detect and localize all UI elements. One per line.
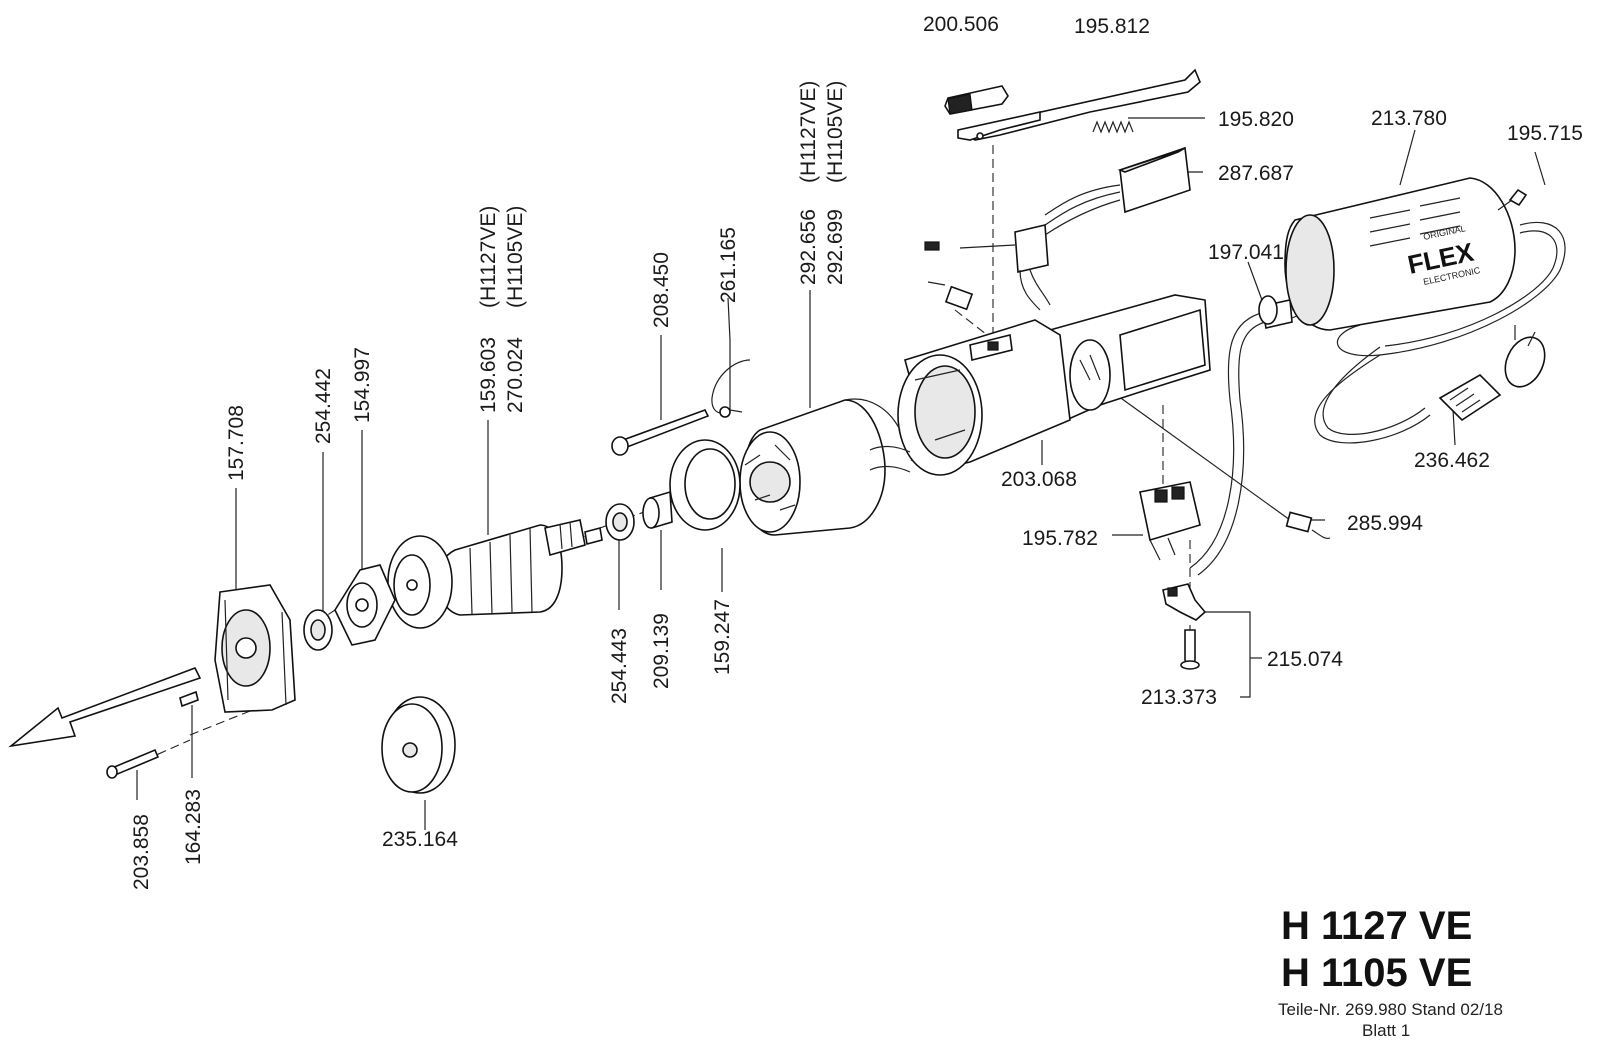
label-154-997: 154.997: [351, 347, 374, 423]
part-bearing-front: [303, 609, 333, 651]
label-200-506: 200.506: [923, 13, 999, 36]
part-plug: [1438, 325, 1546, 422]
label-213-373: 213.373: [1141, 686, 1217, 709]
part-armature: [387, 519, 603, 629]
part-bearing-plate: [334, 564, 396, 646]
title-block: H 1127 VE H 1105 VE Teile-Nr. 269.980 St…: [1278, 904, 1503, 1040]
part-long-screw: [611, 409, 710, 456]
parts-number-line: Teile-Nr. 269.980 Stand 02/18: [1278, 1000, 1503, 1019]
part-gear: [381, 696, 456, 794]
label-203-068: 203.068: [1001, 468, 1077, 491]
part-small-screw: [179, 690, 199, 708]
part-spring: [1092, 120, 1134, 134]
direction-arrow: [8, 666, 202, 748]
model-name-1: H 1127 VE: [1281, 904, 1472, 948]
part-labels: 200.506 195.812 195.820 287.687 213.780 …: [130, 13, 1583, 890]
label-292-656-model: (H1127VE): [797, 81, 820, 183]
part-cable-clamp: [1162, 583, 1207, 621]
label-159-247: 159.247: [711, 599, 734, 675]
model-name-2: H 1105 VE: [1281, 951, 1472, 995]
part-housing-screw: [106, 748, 160, 779]
label-270-024-model: (H1105VE): [504, 206, 527, 308]
part-sleeve: [642, 490, 673, 530]
label-261-165: 261.165: [717, 227, 740, 303]
part-switch-slide: [957, 68, 1201, 141]
label-213-780: 213.780: [1371, 107, 1447, 130]
part-spacer-ring: [669, 439, 741, 531]
label-254-443: 254.443: [608, 628, 631, 704]
part-cover-screw: [1497, 188, 1528, 211]
label-159-603: 159.603: [477, 337, 500, 413]
label-292-699-model: (H1105VE): [824, 81, 847, 183]
part-motor-housing: [897, 294, 1211, 476]
part-power-cord: [1189, 221, 1566, 576]
part-switch-button: [944, 85, 1009, 115]
label-235-164: 235.164: [382, 828, 458, 851]
label-197-041: 197.041: [1208, 241, 1284, 264]
part-switch: [1139, 481, 1201, 561]
label-292-699: 292.699: [824, 209, 847, 285]
label-209-139: 209.139: [650, 613, 673, 689]
label-164-283: 164.283: [182, 789, 205, 865]
label-215-074: 215.074: [1267, 648, 1343, 671]
label-159-603-model: (H1127VE): [477, 206, 500, 308]
label-254-442: 254.442: [312, 368, 335, 444]
label-195-820: 195.820: [1218, 108, 1294, 131]
label-195-812: 195.812: [1074, 15, 1150, 38]
label-195-715: 195.715: [1507, 122, 1583, 145]
label-195-782: 195.782: [1022, 527, 1098, 550]
part-gear-housing: [214, 584, 296, 713]
part-electronics-module: [924, 146, 1191, 311]
label-208-450: 208.450: [650, 252, 673, 328]
part-wire-clip: [711, 359, 751, 418]
label-203-858: 203.858: [130, 814, 153, 890]
label-236-462: 236.462: [1414, 449, 1490, 472]
part-motor-cover: ORIGINAL FLEX ELECTRONIC: [1284, 177, 1516, 331]
label-292-656: 292.656: [797, 209, 820, 285]
part-clamp-screw: [1180, 629, 1200, 670]
sheet-number: Blatt 1: [1362, 1021, 1410, 1040]
label-287-687: 287.687: [1218, 162, 1294, 185]
part-stator: [739, 398, 911, 536]
label-270-024: 270.024: [504, 337, 527, 413]
part-bearing-rear: [605, 503, 635, 541]
label-157-708: 157.708: [225, 405, 248, 481]
part-brush-holder: [1285, 511, 1331, 540]
label-285-994: 285.994: [1347, 512, 1423, 535]
part-cord-grommet: [1258, 295, 1278, 325]
